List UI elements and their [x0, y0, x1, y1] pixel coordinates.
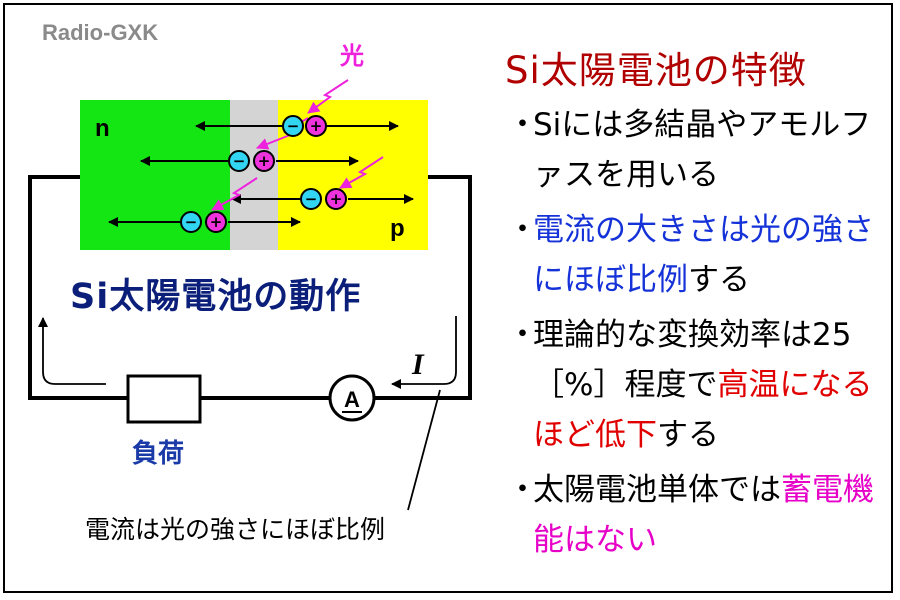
operation-title: Si太陽電池の動作	[70, 277, 362, 317]
electron-2	[228, 150, 250, 172]
light-ray-1	[307, 79, 349, 114]
caption-pointer	[407, 389, 441, 511]
current-label: I	[411, 348, 425, 381]
current-arrow-right	[391, 316, 457, 389]
feature-text: 理論的な変換効率は25［%］程度で	[533, 317, 852, 403]
outer-frame	[3, 3, 893, 593]
current-caption: 電流は光の強さにほぼ比例	[85, 515, 386, 544]
n-label: n	[95, 115, 110, 142]
feature-item-2: ・ 電流の大きさは光の強さにほぼ比例する	[505, 205, 895, 305]
electron-3	[300, 188, 322, 210]
electron-sign-3: −	[305, 190, 318, 208]
hole-sign-1: +	[310, 117, 323, 135]
hole-sign-2: +	[258, 152, 271, 170]
bullet-mark: ・	[507, 107, 538, 143]
electron-4	[180, 211, 202, 233]
junction-region	[230, 100, 278, 250]
feature-text: する	[657, 417, 719, 453]
bullet-mark: ・	[507, 212, 538, 248]
ammeter	[328, 374, 376, 422]
light-label: 光	[339, 42, 364, 70]
feature-text: Siには多結晶やアモルファスを用いる	[533, 107, 872, 193]
wire-right	[374, 175, 472, 400]
features-title: Si太陽電池の特徴	[505, 49, 807, 92]
hole-sign-4: +	[210, 213, 223, 231]
feature-item-3: ・ 理論的な変換効率は25［%］程度で高温になるほど低下する	[505, 310, 895, 460]
hole-sign-3: +	[330, 190, 343, 208]
feature-text: 太陽電池単体では	[533, 472, 781, 508]
bullet-mark: ・	[507, 472, 538, 508]
electron-sign-4: −	[185, 213, 198, 231]
feature-item-1: ・ Siには多結晶やアモルファスを用いる	[505, 100, 895, 200]
hole-1	[305, 115, 327, 137]
wire-left	[28, 175, 128, 400]
electron-sign-2: −	[233, 152, 246, 170]
feature-text-highlight: 電流の大きさは光の強さにほぼ比例	[533, 212, 874, 298]
hole-4	[205, 211, 227, 233]
electron-sign-1: −	[287, 117, 300, 135]
bullet-mark: ・	[507, 317, 538, 353]
hole-3	[325, 188, 347, 210]
current-arrow-left	[38, 317, 106, 385]
brand-label: Radio-GXK	[42, 20, 159, 45]
hole-2	[253, 150, 275, 172]
p-label: p	[390, 215, 405, 242]
feature-text-highlight: 蓄電機能はない	[533, 472, 874, 558]
electron-1	[282, 115, 304, 137]
feature-text-highlight: 高温になるほど低下	[533, 367, 873, 453]
load-box	[126, 374, 202, 424]
light-ray-3	[339, 156, 384, 189]
load-label: 負荷	[132, 439, 185, 469]
features-list: ・ Siには多結晶やアモルファスを用いる ・ 電流の大きさは光の強さにほぼ比例す…	[505, 100, 895, 570]
feature-text: する	[688, 262, 750, 298]
ammeter-label: A	[344, 387, 360, 412]
light-ray-4	[211, 177, 258, 211]
feature-item-4: ・ 太陽電池単体では蓄電機能はない	[505, 465, 895, 565]
